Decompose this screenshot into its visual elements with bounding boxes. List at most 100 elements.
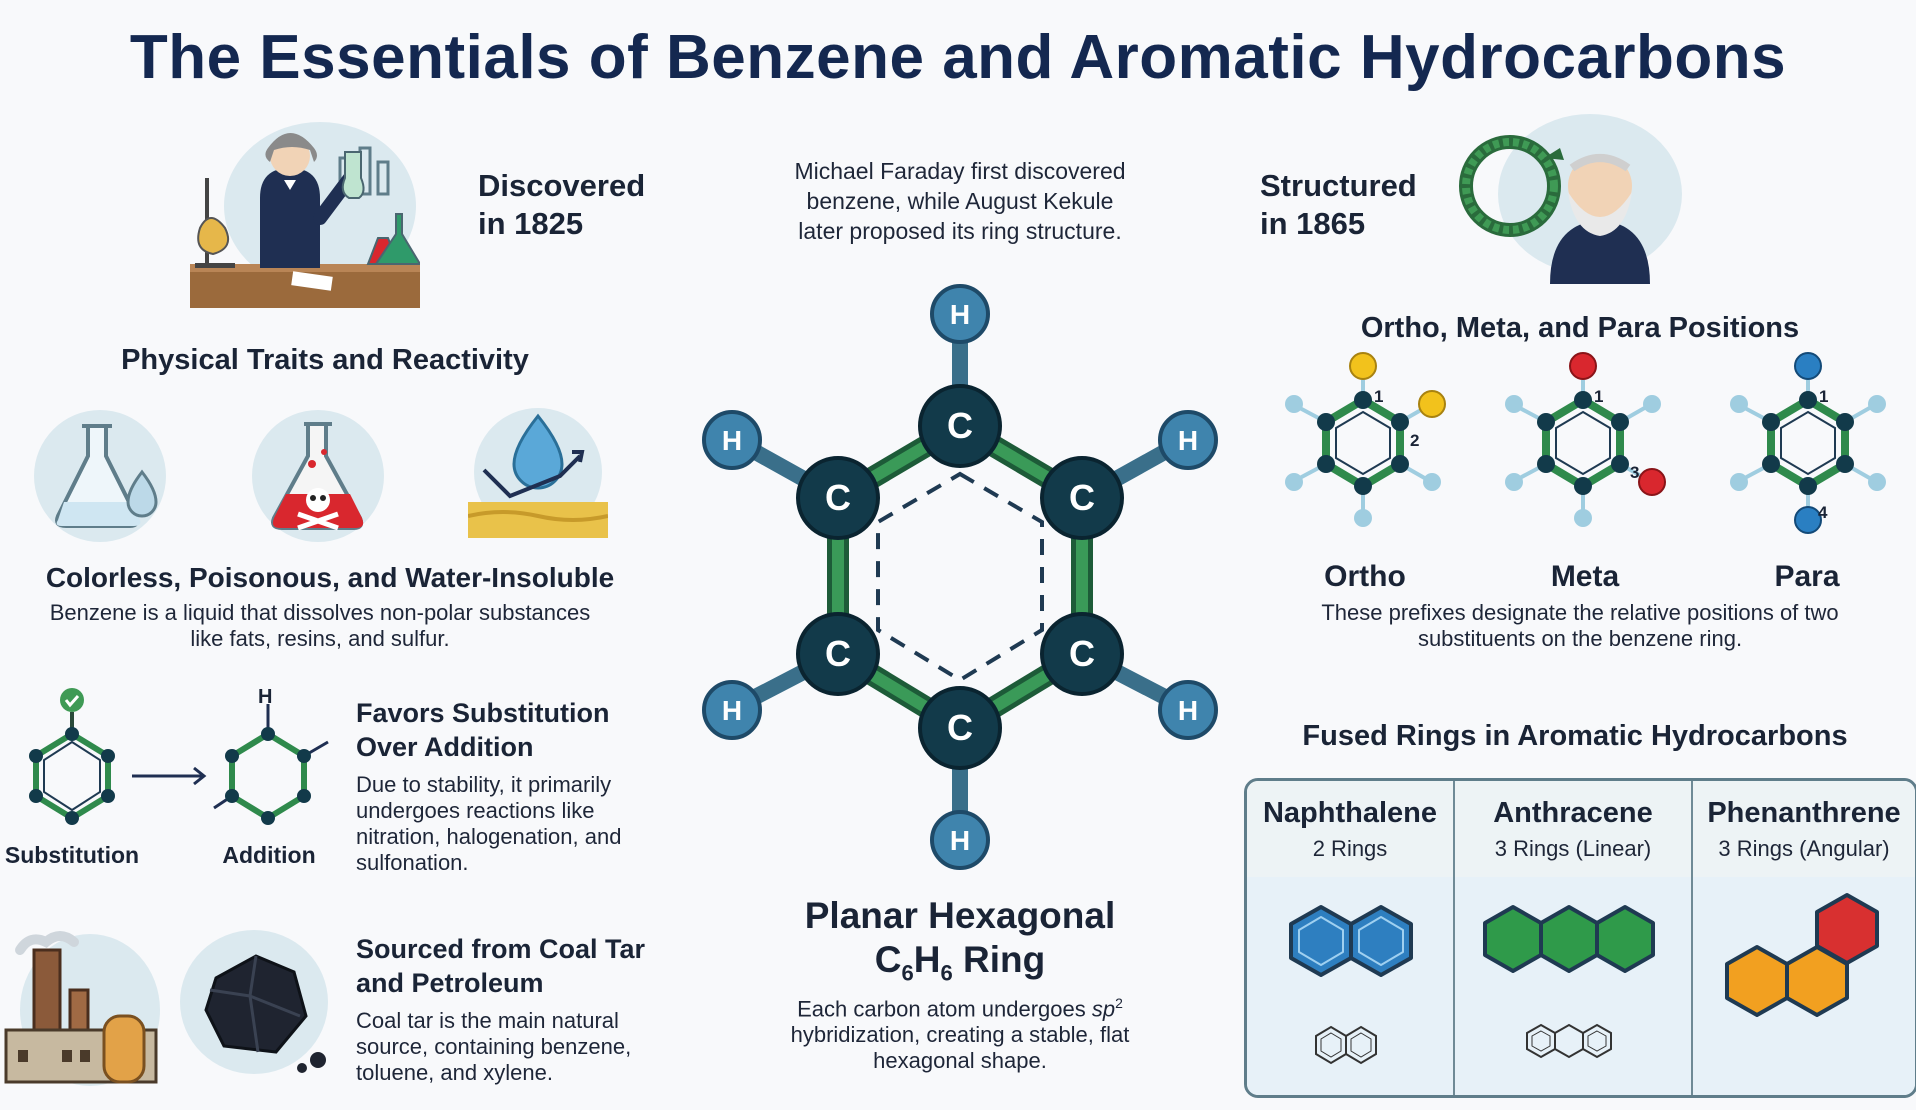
kekule-illustration xyxy=(1459,114,1682,284)
phenanthrene-name: Phenanthrene xyxy=(1707,797,1901,829)
substitution-desc-line-1: Due to stability, it primarily xyxy=(356,772,612,797)
formula-suffix: Ring xyxy=(952,939,1046,980)
molecule-desc-line-3: hexagonal shape. xyxy=(873,1048,1047,1074)
formula-hydrogen: H xyxy=(913,939,941,980)
molecule-desc-line-1: Each carbon atom undergoes sp2 xyxy=(740,990,1180,1022)
position-number: 4 xyxy=(1818,503,1828,522)
fused-rings-table: Naphthalene 2 Rings Anthracene 3 Rings (… xyxy=(1244,778,1916,1098)
substitution-heading-line-1: Favors Substitution xyxy=(356,698,610,728)
source-heading: Sourced from Coal Tar and Petroleum xyxy=(356,932,645,1000)
coal-icon xyxy=(180,930,328,1074)
molecule-formula: C6H6 Ring xyxy=(740,938,1180,995)
carbon-atoms xyxy=(796,384,1124,770)
positions-desc-line-1: These prefixes designate the relative po… xyxy=(1321,600,1839,625)
fused-ring-structures xyxy=(1289,893,1879,1065)
hydrogen-atoms xyxy=(702,284,1218,870)
substitution-caption: Substitution xyxy=(4,842,140,868)
ortho-meta-para-diagram: 1 2 1 3 1 4 xyxy=(1285,352,1886,534)
discovery-note-line-2: benzene, while August Kekule xyxy=(806,188,1114,214)
fused-table-body xyxy=(1247,877,1915,1095)
source-desc-line-2: source, containing benzene, xyxy=(356,1034,632,1059)
substitution-heading-line-2: Over Addition xyxy=(356,732,534,762)
physical-desc-line-1: Benzene is a liquid that dissolves non-p… xyxy=(49,600,591,625)
substitution-heading: Favors Substitution Over Addition xyxy=(356,696,610,764)
source-desc-line-3: toluene, and xylene. xyxy=(356,1060,553,1085)
meta-ring xyxy=(1505,352,1666,527)
naphthalene-rings: 2 Rings xyxy=(1312,836,1388,861)
table-header-divider xyxy=(1691,781,1693,877)
page-title: The Essentials of Benzene and Aromatic H… xyxy=(129,23,1787,92)
naphthalene-header: Naphthalene 2 Rings xyxy=(1247,781,1453,877)
discovered-year-label: Discovered in 1825 xyxy=(478,167,645,243)
physical-traits-heading: Physical Traits and Reactivity xyxy=(121,344,529,376)
discovery-note-line-3: later proposed its ring structure. xyxy=(798,218,1122,244)
poison-flask-icon xyxy=(252,410,384,542)
positions-desc-line-2: substituents on the benzene ring. xyxy=(1417,626,1743,651)
fused-rings-heading: Fused Rings in Aromatic Hydrocarbons xyxy=(1302,720,1848,752)
molecule-heading-line-1: Planar Hexagonal xyxy=(804,895,1116,936)
position-number: 2 xyxy=(1410,431,1419,450)
hydrogen-atom-label: H xyxy=(722,425,742,456)
source-description: Coal tar is the main natural source, con… xyxy=(356,1008,631,1086)
table-divider xyxy=(1691,877,1693,1095)
sp-hybrid-label: sp xyxy=(1091,996,1116,1022)
addition-caption: Addition xyxy=(222,842,316,868)
discovered-line-1: Discovered xyxy=(478,168,646,203)
substitution-description: Due to stability, it primarily undergoes… xyxy=(356,772,621,876)
positions-description: These prefixes designate the relative po… xyxy=(1260,600,1900,652)
discovered-line-2: in 1825 xyxy=(478,206,584,241)
phenanthrene-structure xyxy=(1725,893,1879,1017)
benzene-molecule-diagram: C C C C C C H H H H H H xyxy=(702,284,1218,870)
anthracene-name: Anthracene xyxy=(1493,797,1653,829)
carbon-atom-label: C xyxy=(825,477,851,518)
hydrogen-atom-label: H xyxy=(1178,695,1198,726)
structured-year-label: Structured in 1865 xyxy=(1260,167,1417,243)
phenanthrene-rings: 3 Rings (Angular) xyxy=(1718,836,1890,861)
naphthalene-name: Naphthalene xyxy=(1262,797,1438,829)
position-number: 1 xyxy=(1594,387,1603,406)
source-desc-line-1: Coal tar is the main natural xyxy=(356,1008,619,1033)
carbon-atom-label: C xyxy=(825,633,851,674)
molecule-heading: Planar Hexagonal C6H6 Ring xyxy=(740,894,1180,995)
formula-carbon-count: 6 xyxy=(901,960,914,986)
carbon-atom-label: C xyxy=(947,405,973,446)
position-number: 1 xyxy=(1374,387,1383,406)
physical-desc-line-2: like fats, resins, and sulfur. xyxy=(190,626,450,651)
discovery-note: Michael Faraday first discovered benzene… xyxy=(740,156,1180,246)
ortho-ring xyxy=(1285,352,1446,527)
faraday-illustration xyxy=(190,122,420,308)
fused-table-header: Naphthalene 2 Rings Anthracene 3 Rings (… xyxy=(1247,781,1915,879)
positions-heading: Ortho, Meta, and Para Positions xyxy=(1360,312,1800,344)
hydrogen-atom-label: H xyxy=(950,825,970,856)
structured-line-2: in 1865 xyxy=(1260,206,1366,241)
source-heading-line-2: and Petroleum xyxy=(356,968,544,998)
hydrogen-atom-label: H xyxy=(722,695,742,726)
source-heading-line-1: Sourced from Coal Tar xyxy=(356,934,646,964)
hydrogen-atom-label: H xyxy=(1178,425,1198,456)
substitution-desc-line-2: undergoes reactions like xyxy=(356,798,595,823)
formula-carbon: C xyxy=(874,939,902,980)
molecule-desc-line-2: hybridization, creating a stable, flat xyxy=(790,1022,1130,1048)
formula-hydrogen-count: 6 xyxy=(940,960,953,986)
physical-description: Benzene is a liquid that dissolves non-p… xyxy=(20,600,620,652)
substitution-desc-line-4: sulfonation. xyxy=(356,850,469,875)
refinery-icon xyxy=(4,931,160,1086)
table-divider xyxy=(1453,877,1455,1095)
table-header-divider xyxy=(1453,781,1455,877)
anthracene-header: Anthracene 3 Rings (Linear) xyxy=(1455,781,1691,877)
anthracene-rings: 3 Rings (Linear) xyxy=(1494,836,1652,861)
carbon-atom-label: C xyxy=(1069,477,1095,518)
addition-h-label: H xyxy=(258,686,273,708)
phenanthrene-header: Phenanthrene 3 Rings (Angular) xyxy=(1693,781,1915,877)
physical-subheading: Colorless, Poisonous, and Water-Insolubl… xyxy=(45,562,615,593)
carbon-atom-label: C xyxy=(1069,633,1095,674)
carbon-atom-label: C xyxy=(947,707,973,748)
discovery-note-line-1: Michael Faraday first discovered xyxy=(794,158,1126,184)
meta-label: Meta xyxy=(1550,560,1620,593)
substitution-addition-diagram xyxy=(29,688,329,825)
molecule-description: Each carbon atom undergoes sp2 hybridiza… xyxy=(740,990,1180,1074)
substitution-desc-line-3: nitration, halogenation, and xyxy=(356,824,622,849)
naphthalene-structure xyxy=(1289,905,1413,977)
para-ring xyxy=(1730,352,1886,534)
sp-hybrid-sup: 2 xyxy=(1115,995,1123,1011)
